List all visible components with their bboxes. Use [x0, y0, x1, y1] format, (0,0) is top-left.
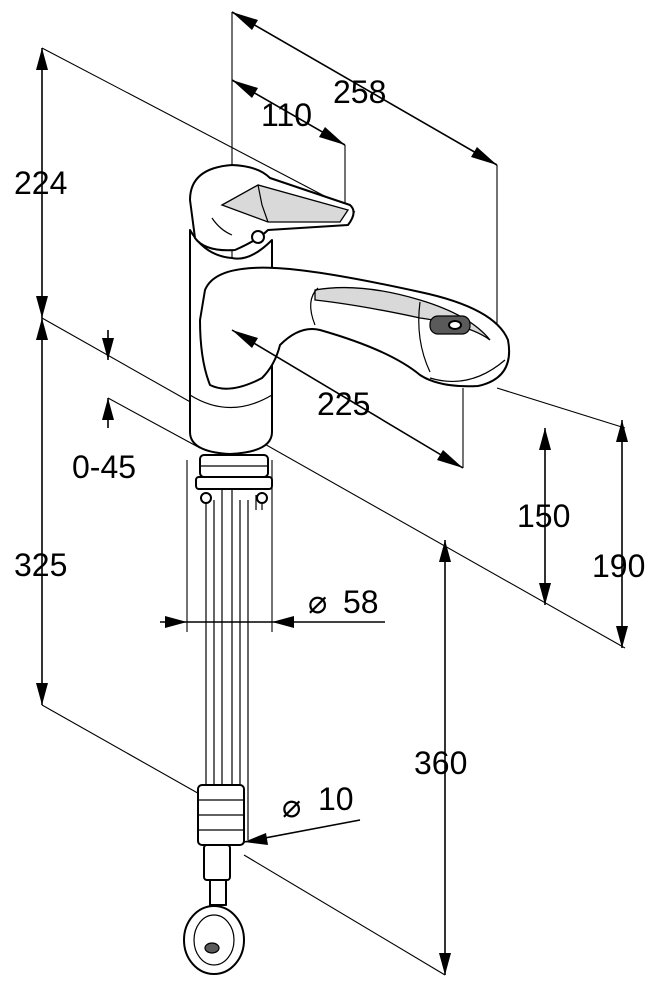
dim-label-110: 110	[261, 97, 312, 133]
extension-lines	[41, 12, 626, 976]
dim-label-225: 225	[317, 386, 370, 422]
dim-label-325: 325	[14, 547, 67, 583]
dim-label-10: 10	[318, 781, 354, 817]
dimension-labels: 224 258 110 225 0-45 325 150 190 ⌀ 58 36…	[14, 74, 645, 824]
dim-label-360: 360	[414, 745, 467, 781]
dim-label-0-45: 0-45	[72, 449, 136, 485]
mounting-nut	[195, 454, 273, 504]
dimension-lines	[36, 11, 628, 975]
dim-label-224: 224	[14, 165, 67, 201]
faucet-drawing	[183, 164, 511, 975]
diameter-symbol-58: ⌀	[308, 584, 327, 620]
dim-label-150: 150	[517, 498, 570, 534]
diameter-symbol-10: ⌀	[282, 788, 301, 824]
dim-label-58: 58	[343, 584, 379, 620]
hose-assembly	[183, 470, 263, 975]
dim-label-258: 258	[333, 74, 386, 110]
spout	[199, 266, 511, 390]
dim-label-190: 190	[592, 548, 645, 584]
